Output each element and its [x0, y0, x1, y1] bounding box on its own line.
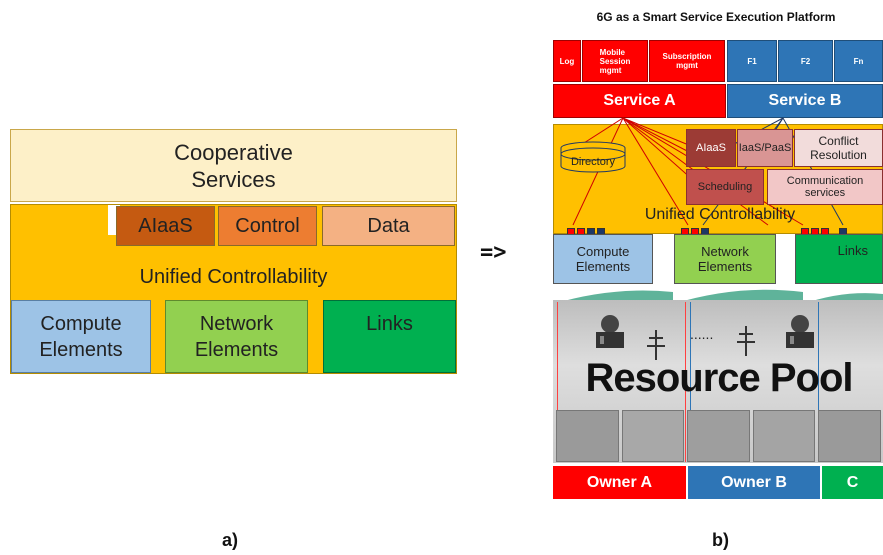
owner-divider-line: [557, 302, 558, 462]
device-tiles-row: [556, 410, 881, 462]
cloud-datacenter-icon: [786, 315, 814, 348]
b-compute-elements-box: Compute Elements: [553, 234, 653, 284]
data-label: Data: [367, 214, 410, 237]
f1-label: F1: [747, 56, 757, 66]
network-router-icon: [737, 326, 755, 356]
scheduling-module: Scheduling: [686, 169, 764, 205]
caption-a: a): [222, 530, 239, 550]
cooperative-services-label: Cooperative Services: [174, 139, 293, 192]
device-tile: [621, 410, 685, 462]
conflict-resolution-label: Conflict Resolution: [810, 134, 867, 162]
service-b-bar: Service B: [727, 84, 883, 118]
resource-ellipsis: ......: [690, 326, 714, 342]
b-unified-controllability-label: Unified Controllability: [644, 206, 796, 223]
cooperative-services-box: Cooperative Services: [10, 129, 457, 202]
device-tile: [752, 410, 816, 462]
compute-elements-label: Compute Elements: [39, 312, 123, 361]
mobile-session-label: Mobile Session mgmt: [599, 47, 631, 75]
b-compute-elements-label: Compute Elements: [575, 244, 631, 274]
device-tile: [818, 410, 881, 462]
device-tile: [556, 410, 619, 462]
f2-label: F2: [800, 56, 811, 66]
owner-b-bar: Owner B: [688, 466, 820, 499]
network-router-icon: [647, 330, 665, 360]
aiaas-box: AIaaS: [116, 206, 215, 246]
unified-controllability-label: Unified Controllability: [139, 265, 328, 288]
cloud-datacenter-icon: [596, 315, 624, 348]
mobile-session-box: Mobile Session mgmt: [582, 40, 648, 82]
aiaas-label: AIaaS: [138, 214, 193, 237]
directory-database-icon: [560, 141, 626, 173]
b-network-elements-box: Network Elements: [674, 234, 776, 284]
f1-box: F1: [727, 40, 777, 82]
communication-services-module: Communication services: [767, 169, 883, 205]
owner-a-bar: Owner A: [553, 466, 686, 499]
compute-elements-box: Compute Elements: [11, 300, 151, 373]
communication-services-label: Communication services: [786, 175, 864, 199]
platform-title: 6G as a Smart Service Execution Platform: [596, 10, 836, 24]
owner-c-bar: C: [822, 466, 883, 499]
iaas-paas-module: IaaS/PaaS: [737, 129, 793, 167]
subscription-label: Subscription mgmt: [662, 52, 712, 70]
device-tile: [687, 410, 750, 462]
owner-divider-line: [690, 302, 691, 462]
aiaas-module: AIaaS: [686, 129, 736, 167]
caption-b: b): [712, 530, 729, 550]
control-label: Control: [235, 214, 300, 237]
owner-divider-line: [818, 302, 819, 462]
data-box: Data: [322, 206, 455, 246]
b-links-box: Links: [795, 234, 883, 284]
links-label: Links: [366, 313, 413, 335]
owner-b-label: Owner B: [721, 473, 787, 491]
control-box: Control: [218, 206, 317, 246]
network-elements-box: Network Elements: [165, 300, 308, 373]
service-a-bar: Service A: [553, 84, 726, 118]
owner-divider-line: [685, 302, 686, 462]
fn-label: Fn: [853, 56, 864, 66]
transition-arrow: =>: [480, 240, 507, 265]
service-a-label: Service A: [603, 92, 676, 109]
links-box: Links: [323, 300, 456, 373]
log-label: Log: [559, 56, 575, 66]
directory-label: Directory: [570, 156, 615, 168]
subscription-box: Subscription mgmt: [649, 40, 725, 82]
b-links-label: Links: [837, 243, 868, 258]
aiaas-module-label: AIaaS: [696, 142, 726, 154]
b-network-elements-label: Network Elements: [697, 244, 753, 274]
owner-c-label: C: [846, 473, 859, 491]
scheduling-label: Scheduling: [697, 181, 753, 193]
owner-a-label: Owner A: [586, 473, 653, 491]
f2-box: F2: [778, 40, 833, 82]
service-b-label: Service B: [768, 92, 842, 109]
log-box: Log: [553, 40, 581, 82]
resource-pool-label: Resource Pool: [585, 355, 853, 400]
conflict-resolution-module: Conflict Resolution: [794, 129, 883, 167]
network-elements-label: Network Elements: [194, 312, 279, 361]
iaas-paas-label: IaaS/PaaS: [738, 142, 792, 154]
fn-box: Fn: [834, 40, 883, 82]
